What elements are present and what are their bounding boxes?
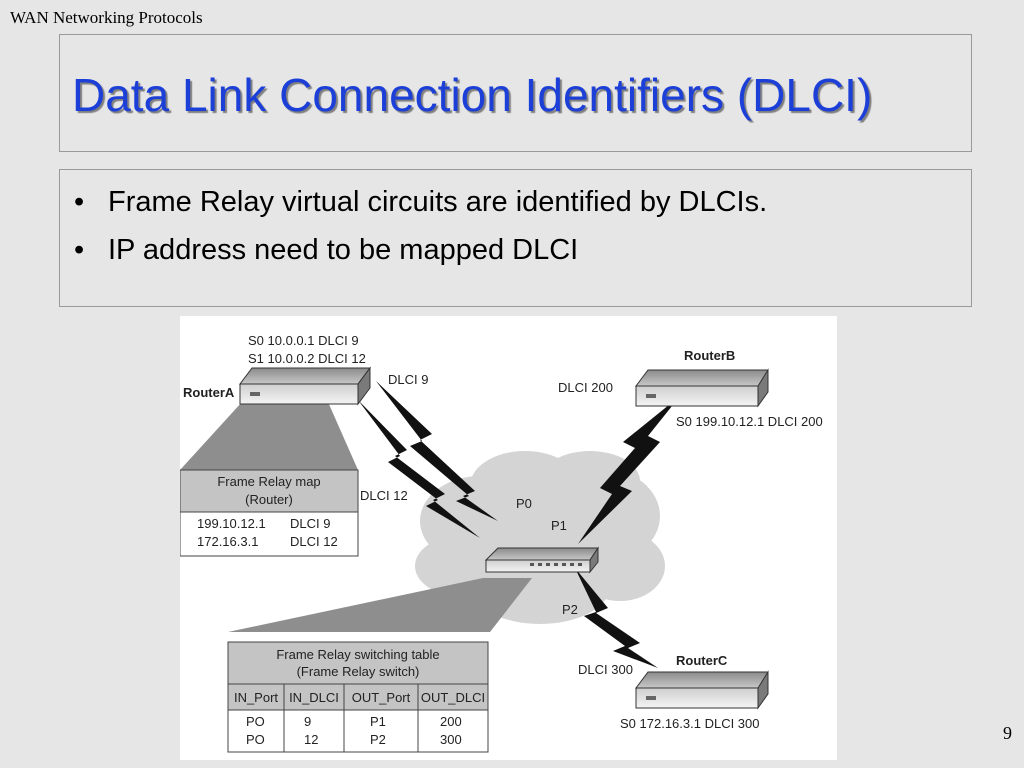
routerB-label: RouterB bbox=[684, 348, 735, 363]
bullet-text: IP address need to be mapped DLCI bbox=[108, 233, 579, 266]
switch-cell: P2 bbox=[370, 732, 386, 747]
switch-cell: 300 bbox=[440, 732, 462, 747]
routerC-device bbox=[635, 670, 769, 710]
routerB-device bbox=[635, 368, 769, 408]
routerC-interface: S0 172.16.3.1 DLCI 300 bbox=[620, 716, 760, 731]
routerC-label: RouterC bbox=[676, 653, 728, 668]
bullet-dot: • bbox=[74, 185, 85, 218]
routerA-label: RouterA bbox=[183, 385, 235, 400]
header-label: WAN Networking Protocols bbox=[10, 8, 203, 27]
map-table-title: Frame Relay map bbox=[217, 474, 320, 489]
diagram-svg: Frame Relay map (Router) 199.10.12.1 DLC… bbox=[179, 333, 823, 753]
routerA-interface-1: S0 10.0.0.1 DLCI 9 bbox=[248, 333, 359, 348]
page-number: 9 bbox=[1003, 723, 1012, 743]
bullet-box bbox=[59, 169, 972, 307]
slide-title: Data Link Connection Identifiers (DLCI) bbox=[72, 69, 873, 121]
routerA-dlci-12-label: DLCI 12 bbox=[360, 488, 408, 503]
port-p1-label: P1 bbox=[551, 518, 567, 533]
map-ip-1: 199.10.12.1 bbox=[197, 516, 266, 531]
switch-table-subtitle: (Frame Relay switch) bbox=[297, 664, 420, 679]
switch-header-in-dlci: IN_DLCI bbox=[289, 690, 339, 705]
bullet-item: • Frame Relay virtual circuits are identi… bbox=[74, 178, 767, 226]
switch-cell: PO bbox=[246, 714, 265, 729]
switch-cell: 9 bbox=[304, 714, 311, 729]
link-routerA-switch-2 bbox=[358, 400, 480, 538]
port-p0-label: P0 bbox=[516, 496, 532, 511]
frame-relay-switch bbox=[484, 546, 599, 574]
switch-cell: PO bbox=[246, 732, 265, 747]
switch-cell: 12 bbox=[304, 732, 318, 747]
bullet-text: Frame Relay virtual circuits are identif… bbox=[108, 185, 768, 218]
map-connector bbox=[180, 402, 358, 470]
frame-relay-switching-table: Frame Relay switching table (Frame Relay… bbox=[227, 641, 489, 753]
map-dlci-2: DLCI 12 bbox=[290, 534, 338, 549]
map-dlci-1: DLCI 9 bbox=[290, 516, 330, 531]
link-routerB-switch bbox=[578, 396, 680, 544]
switch-cell: 200 bbox=[440, 714, 462, 729]
port-p2-label: P2 bbox=[562, 602, 578, 617]
map-table-subtitle: (Router) bbox=[245, 492, 293, 507]
switch-header-in-port: IN_Port bbox=[234, 690, 278, 705]
switch-table-connector bbox=[228, 578, 532, 632]
switch-header-out-dlci: OUT_DLCI bbox=[421, 690, 485, 705]
title-box bbox=[59, 34, 972, 152]
bullet-dot: • bbox=[74, 233, 85, 266]
routerB-dlci-label: DLCI 200 bbox=[558, 380, 613, 395]
routerB-interface: S0 199.10.12.1 DLCI 200 bbox=[676, 414, 823, 429]
routerC-dlci-label: DLCI 300 bbox=[578, 662, 633, 677]
switch-cell: P1 bbox=[370, 714, 386, 729]
bullet-item: • IP address need to be mapped DLCI bbox=[74, 226, 767, 274]
switch-table-title: Frame Relay switching table bbox=[276, 647, 439, 662]
routerA-dlci-9-label: DLCI 9 bbox=[388, 372, 428, 387]
link-routerA-switch-1 bbox=[376, 381, 498, 521]
bullet-list: • Frame Relay virtual circuits are identi… bbox=[74, 178, 767, 274]
link-switch-routerC bbox=[575, 568, 658, 668]
routerA-interface-2: S1 10.0.0.2 DLCI 12 bbox=[248, 351, 366, 366]
switch-header-out-port: OUT_Port bbox=[352, 690, 411, 705]
map-ip-2: 172.16.3.1 bbox=[197, 534, 258, 549]
frame-relay-map-table: Frame Relay map (Router) 199.10.12.1 DLC… bbox=[179, 469, 359, 557]
frame-relay-diagram: Frame Relay map (Router) 199.10.12.1 DLC… bbox=[179, 316, 837, 760]
routerA-device bbox=[239, 366, 371, 406]
